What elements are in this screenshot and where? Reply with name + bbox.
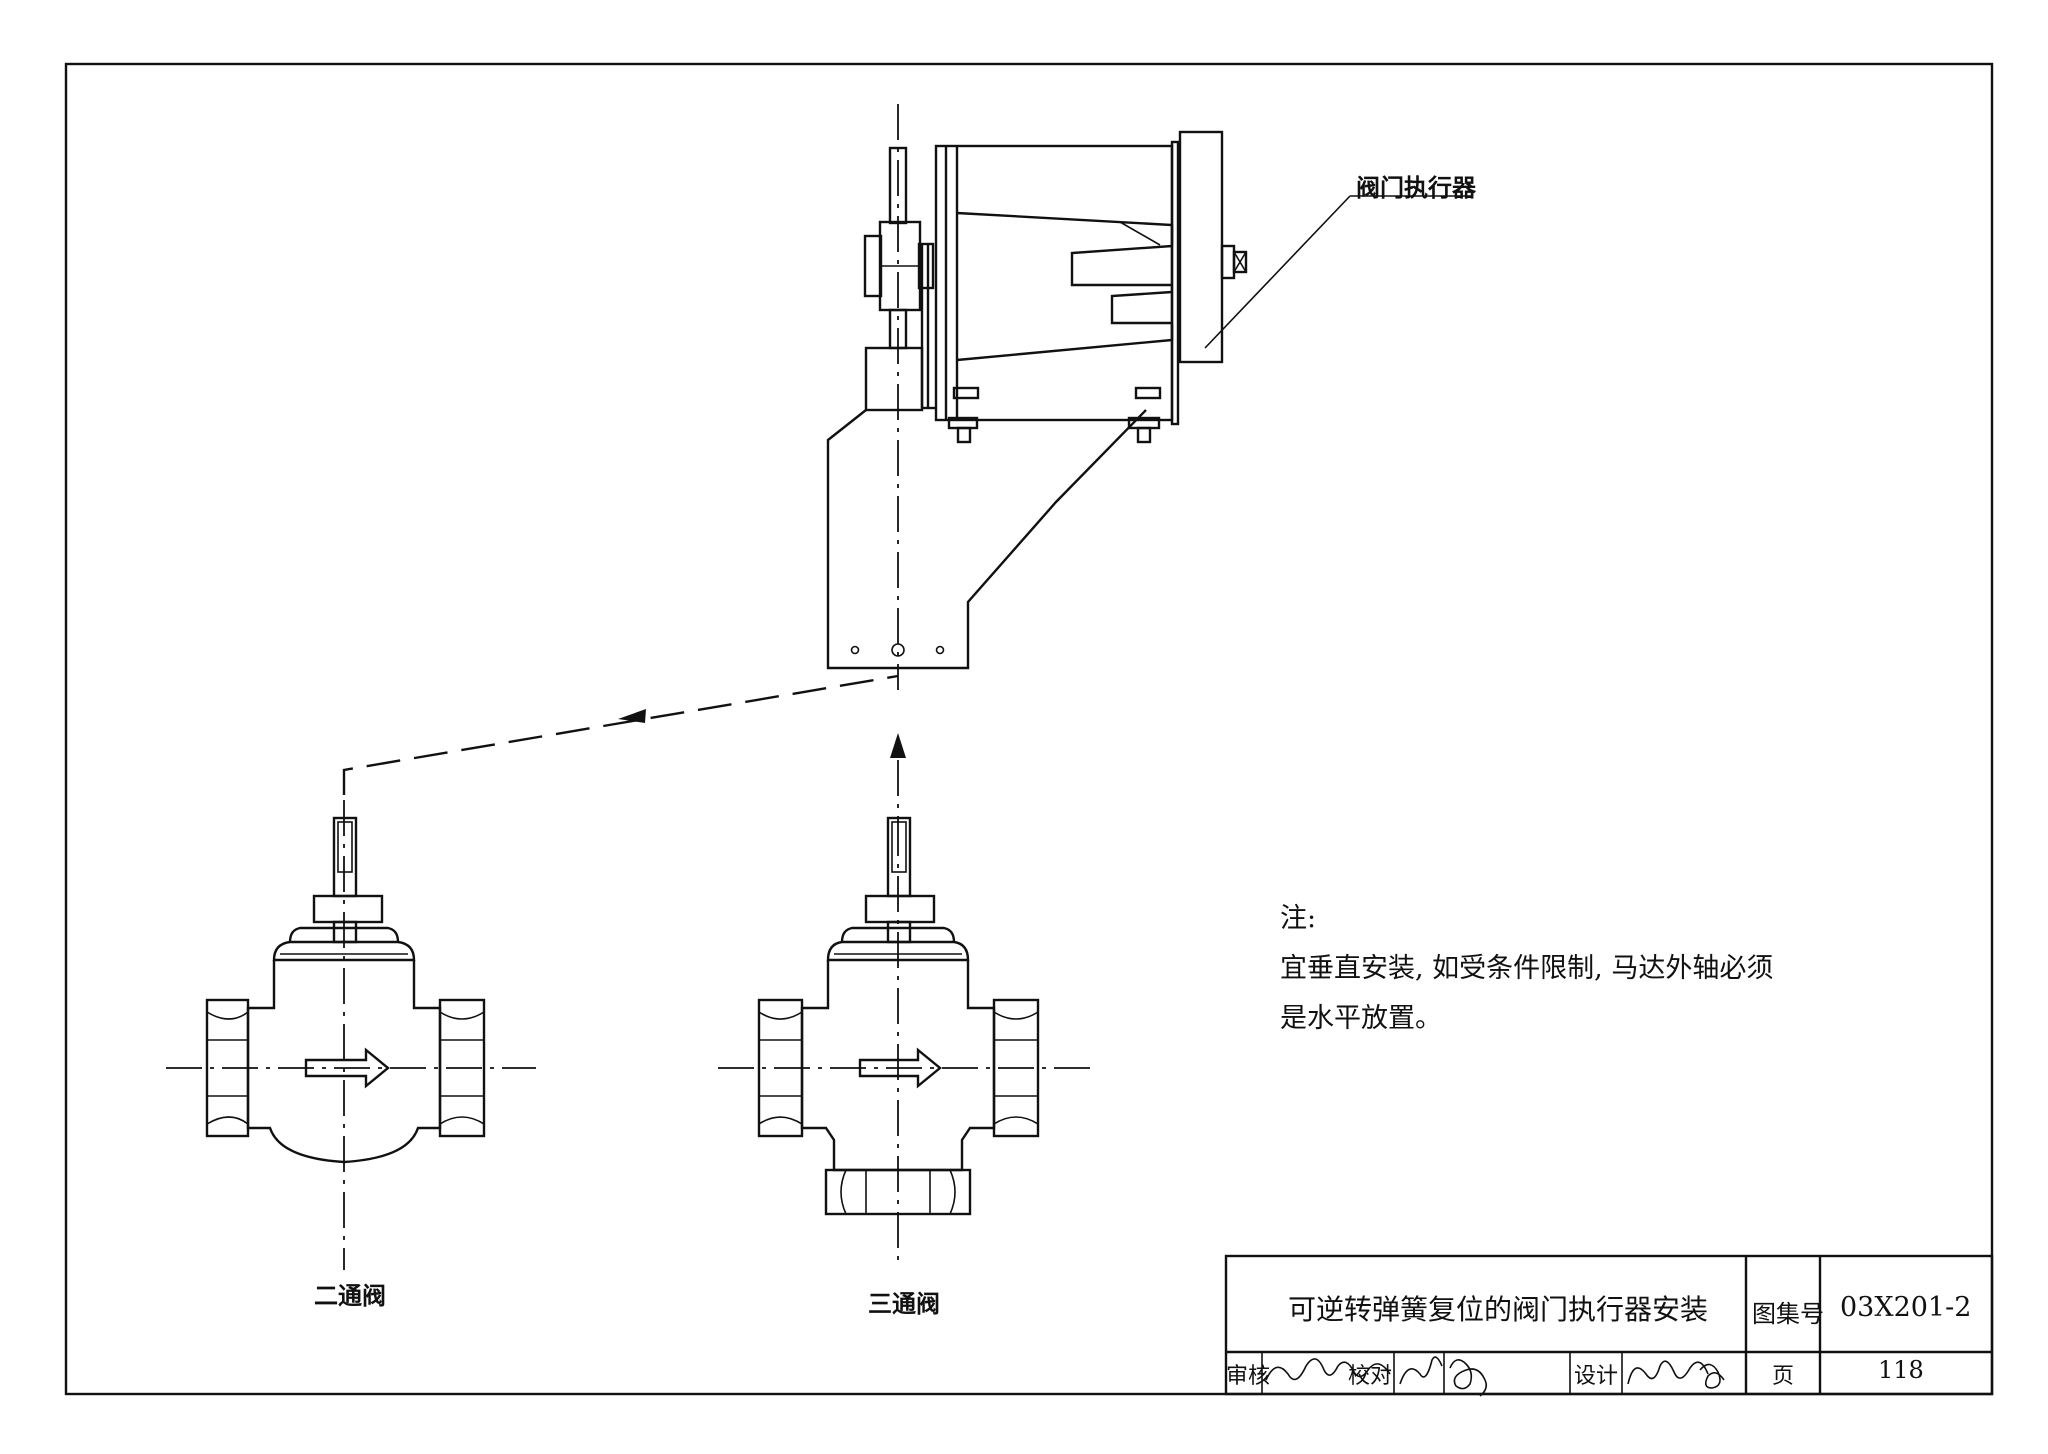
drawing-frame <box>64 62 1994 1396</box>
actuator-label: 阀门执行器 <box>1356 173 1476 202</box>
title-block <box>1224 1254 1994 1397</box>
drawing-title: 可逆转弹簧复位的阀门执行器安装 <box>1288 1293 1709 1326</box>
atlas-number: 03X201-2 <box>1840 1292 1972 1323</box>
atlas-number-label: 图集号 <box>1752 1300 1824 1328</box>
install-path-3way <box>890 733 906 758</box>
page-number: 118 <box>1878 1356 1924 1384</box>
note-line-2: 是水平放置。 <box>1280 1003 1442 1034</box>
three-way-valve-label: 三通阀 <box>868 1289 940 1318</box>
valve-actuator <box>826 104 1248 690</box>
two-way-valve-label: 二通阀 <box>314 1281 386 1310</box>
design-label: 设计 <box>1574 1364 1619 1389</box>
install-path-2way <box>342 674 899 795</box>
page-label: 页 <box>1772 1364 1795 1389</box>
checker-signature <box>1399 1356 1488 1397</box>
actuator-leader <box>1204 195 1351 349</box>
designer-signature <box>1627 1360 1725 1389</box>
review-label: 审核 <box>1226 1364 1271 1389</box>
check-label: 校对 <box>1348 1364 1393 1389</box>
note-line-1: 宜垂直安装, 如受条件限制, 马达外轴必须 <box>1280 953 1774 984</box>
two-way-valve <box>166 800 536 1270</box>
reviewer-signature <box>1265 1358 1391 1381</box>
three-way-valve <box>718 816 1090 1260</box>
note-title: 注: <box>1280 903 1317 934</box>
